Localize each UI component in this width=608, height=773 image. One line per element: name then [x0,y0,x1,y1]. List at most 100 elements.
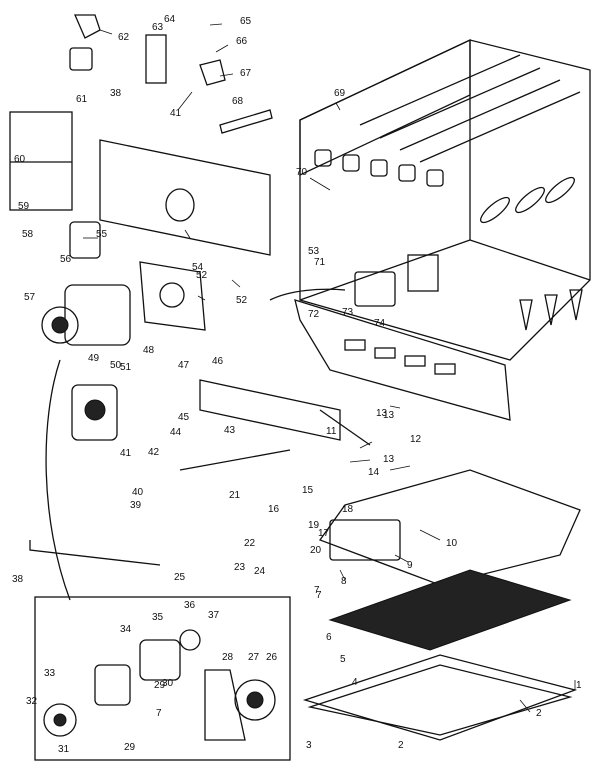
callout-label: 2 [398,740,404,751]
callout-label: 49 [88,353,100,364]
callout-label: 50 [110,360,122,371]
limit-switch [69,47,93,71]
callout-label: 24 [254,566,266,577]
callout-label: 69 [334,88,346,99]
callout-label: 54 [192,262,204,273]
filter-frame [302,654,578,741]
callout-label: 57 [24,292,36,303]
base-pan [318,469,581,586]
callout-label: 16 [268,504,280,515]
callout-label: 7 [156,708,162,719]
callout-label: 63 [152,22,164,33]
gas-valve [354,271,396,307]
callout-label: 12 [410,434,422,445]
callout-label: 52 [236,295,248,306]
callout-label: 20 [310,545,322,556]
callout-label: 17 [318,528,330,539]
callout-label: 42 [148,447,160,458]
bracket [219,109,273,134]
callout-label: 2 [536,708,542,719]
callout-label: 7 [314,585,320,596]
callout-label: 38 [110,88,122,99]
callout-labels: 1223456777891011121313131415161718192021… [12,14,582,755]
callout-label: 31 [58,744,70,755]
callout-label: 68 [232,96,244,107]
flame-sensor [199,59,226,86]
callout-label: 7 [316,590,322,601]
callout-label: 73 [342,307,354,318]
callout-label: 11 [326,426,337,437]
callout-label: 35 [152,612,164,623]
cable [45,359,71,601]
callout-label: 4 [352,677,358,688]
callout-label: 21 [229,490,241,501]
callout-label: 47 [178,360,190,371]
callout-label: 52 [196,270,208,281]
callout-label: 64 [164,14,176,25]
callout-label: 8 [341,576,347,587]
callout-label: 56 [60,254,72,265]
burner-tray [269,254,511,421]
callout-label: 18 [342,504,354,515]
pressure-switch [74,14,101,39]
callout-label: 15 [302,485,314,496]
callout-label: 45 [178,412,190,423]
mounting-plate [407,254,439,292]
inset-motor-parts [43,629,276,741]
inset-motor-box [34,596,291,761]
callout-label: 74 [374,318,386,329]
callout-label: 40 [132,487,144,498]
callout-label: 51 [120,362,132,373]
callout-label: 19 [308,520,320,531]
callout-label: 5 [340,654,346,665]
blower-plate [139,261,206,331]
transformer [329,519,401,561]
callout-label: 53 [308,246,320,257]
callout-label: 30 [162,678,174,689]
callout-label: 70 [296,167,308,178]
callout-label: 29 [154,680,166,691]
blower-assembly [41,284,131,441]
callout-label: 65 [240,16,252,27]
callout-label: 60 [14,154,26,165]
callout-label: 29 [124,742,136,753]
callout-label: 72 [308,309,320,320]
leader-lines [83,23,576,713]
callout-label: 44 [170,427,182,438]
callout-label: 25 [174,572,186,583]
callout-label: 9 [407,560,413,571]
callout-label: 61 [76,94,88,105]
heat-exchanger [299,38,591,361]
callout-label: 26 [266,652,278,663]
rail [199,379,341,441]
callout-label: 22 [244,538,256,549]
inducer-motor [69,221,101,259]
front-panel [99,139,271,256]
burner-rod [179,449,291,471]
callout-label: 48 [143,345,155,356]
callout-label: 23 [234,562,246,573]
callout-label: 1 [576,680,582,691]
callout-label: 55 [96,229,108,240]
callout-label: 28 [222,652,234,663]
callout-label: 36 [184,600,196,611]
callout-label: 66 [236,36,248,47]
callout-label: 27 [248,652,260,663]
callout-label: 62 [118,32,130,43]
callout-label: 13 [383,410,395,421]
callout-label: 46 [212,356,224,367]
callout-label: 14 [368,467,380,478]
filter [328,569,572,651]
callout-label: 37 [208,610,220,621]
callout-label: 41 [120,448,132,459]
callout-label: 39 [130,500,142,511]
inset-box [9,111,73,211]
callout-label: 34 [120,624,132,635]
callout-label: 71 [314,257,326,268]
callout-label: 6 [326,632,332,643]
callout-label: 67 [240,68,252,79]
callout-label: 13 [383,454,395,465]
wire-harness [29,540,161,566]
